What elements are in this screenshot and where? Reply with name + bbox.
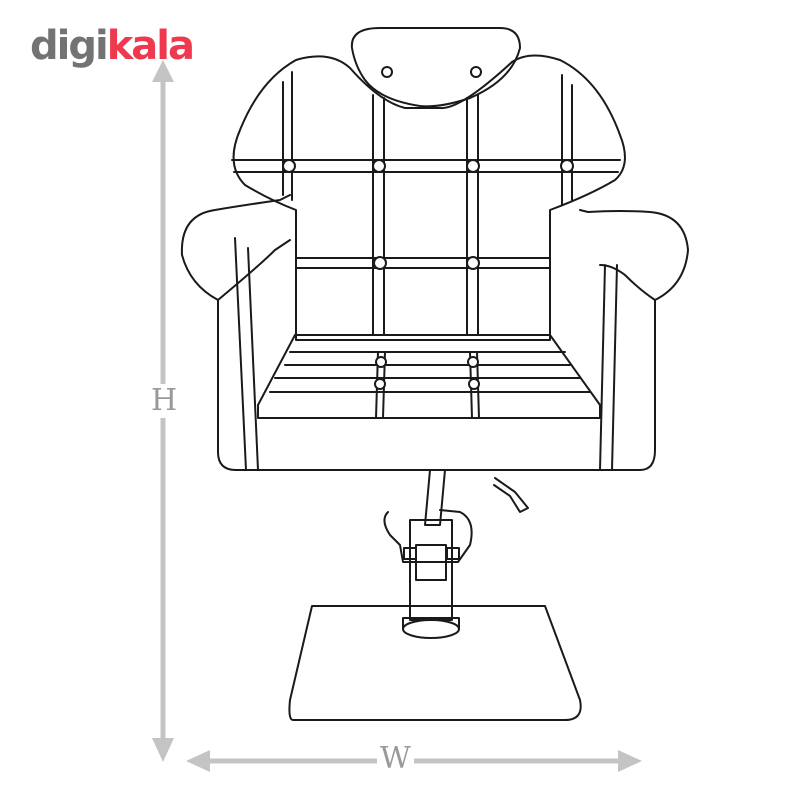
width-label: W xyxy=(377,744,414,774)
height-label: H xyxy=(151,383,178,418)
logo-text-kala: kala xyxy=(106,23,195,69)
chair-left-armrest xyxy=(180,194,291,453)
chair-headrest xyxy=(350,27,521,108)
width-dimension-arrow xyxy=(186,750,642,772)
chair xyxy=(180,27,689,721)
chair-clamp xyxy=(383,509,473,563)
logo-text-digi: digi xyxy=(30,23,109,69)
chair-lever xyxy=(493,477,529,513)
chair-seat xyxy=(257,334,601,419)
chair-base xyxy=(288,605,582,721)
chair-right-armrest xyxy=(579,209,689,301)
digikala-logo: digikala xyxy=(30,23,195,69)
tufting-buttons xyxy=(282,159,574,390)
chair-backrest xyxy=(232,54,626,341)
